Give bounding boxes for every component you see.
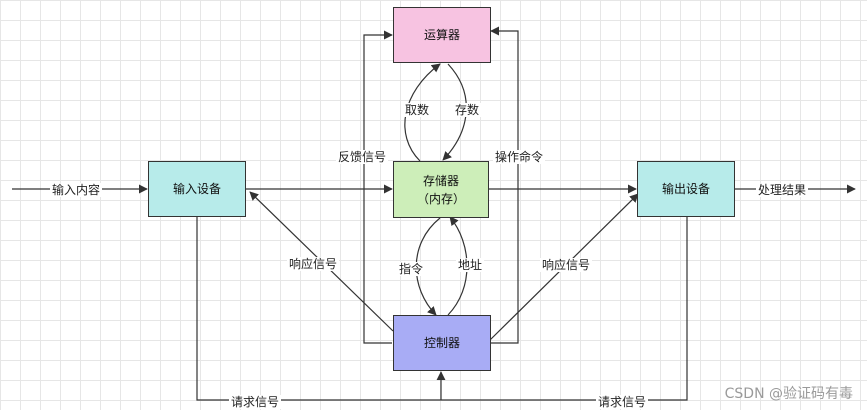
response-right-label: 响应信号 xyxy=(540,258,593,272)
input-device-box[interactable]: 输入设备 xyxy=(148,161,246,217)
request-right-label: 请求信号 xyxy=(596,395,649,409)
feedback-label: 反馈信号 xyxy=(336,150,389,164)
input-device-label: 输入设备 xyxy=(172,182,221,196)
output-device-label: 输出设备 xyxy=(661,182,710,196)
request-left-label: 请求信号 xyxy=(229,395,282,409)
instruction-label: 指令 xyxy=(397,262,426,276)
input-content-label: 输入内容 xyxy=(50,183,103,197)
process-result-label: 处理结果 xyxy=(756,183,809,197)
operate-command-label: 操作命令 xyxy=(493,150,546,164)
output-device-box[interactable]: 输出设备 xyxy=(637,161,735,217)
memory-box[interactable]: 存储器 （内存） xyxy=(393,161,489,218)
alu-box[interactable]: 运算器 xyxy=(393,7,491,63)
feedback-arrow xyxy=(363,30,393,344)
fetch-label: 取数 xyxy=(403,103,432,117)
operate-command-arrow xyxy=(490,26,519,344)
request-right-line xyxy=(441,216,688,401)
watermark: CSDN @验证码有毒 xyxy=(724,386,853,402)
controller-box[interactable]: 控制器 xyxy=(393,315,491,371)
store-label: 存数 xyxy=(453,103,482,117)
memory-label: 存储器 （内存） xyxy=(416,173,465,206)
controller-label: 控制器 xyxy=(423,336,460,350)
response-left-label: 响应信号 xyxy=(287,257,340,271)
address-label: 地址 xyxy=(456,258,485,272)
request-left-line xyxy=(196,216,441,401)
alu-label: 运算器 xyxy=(423,28,460,42)
